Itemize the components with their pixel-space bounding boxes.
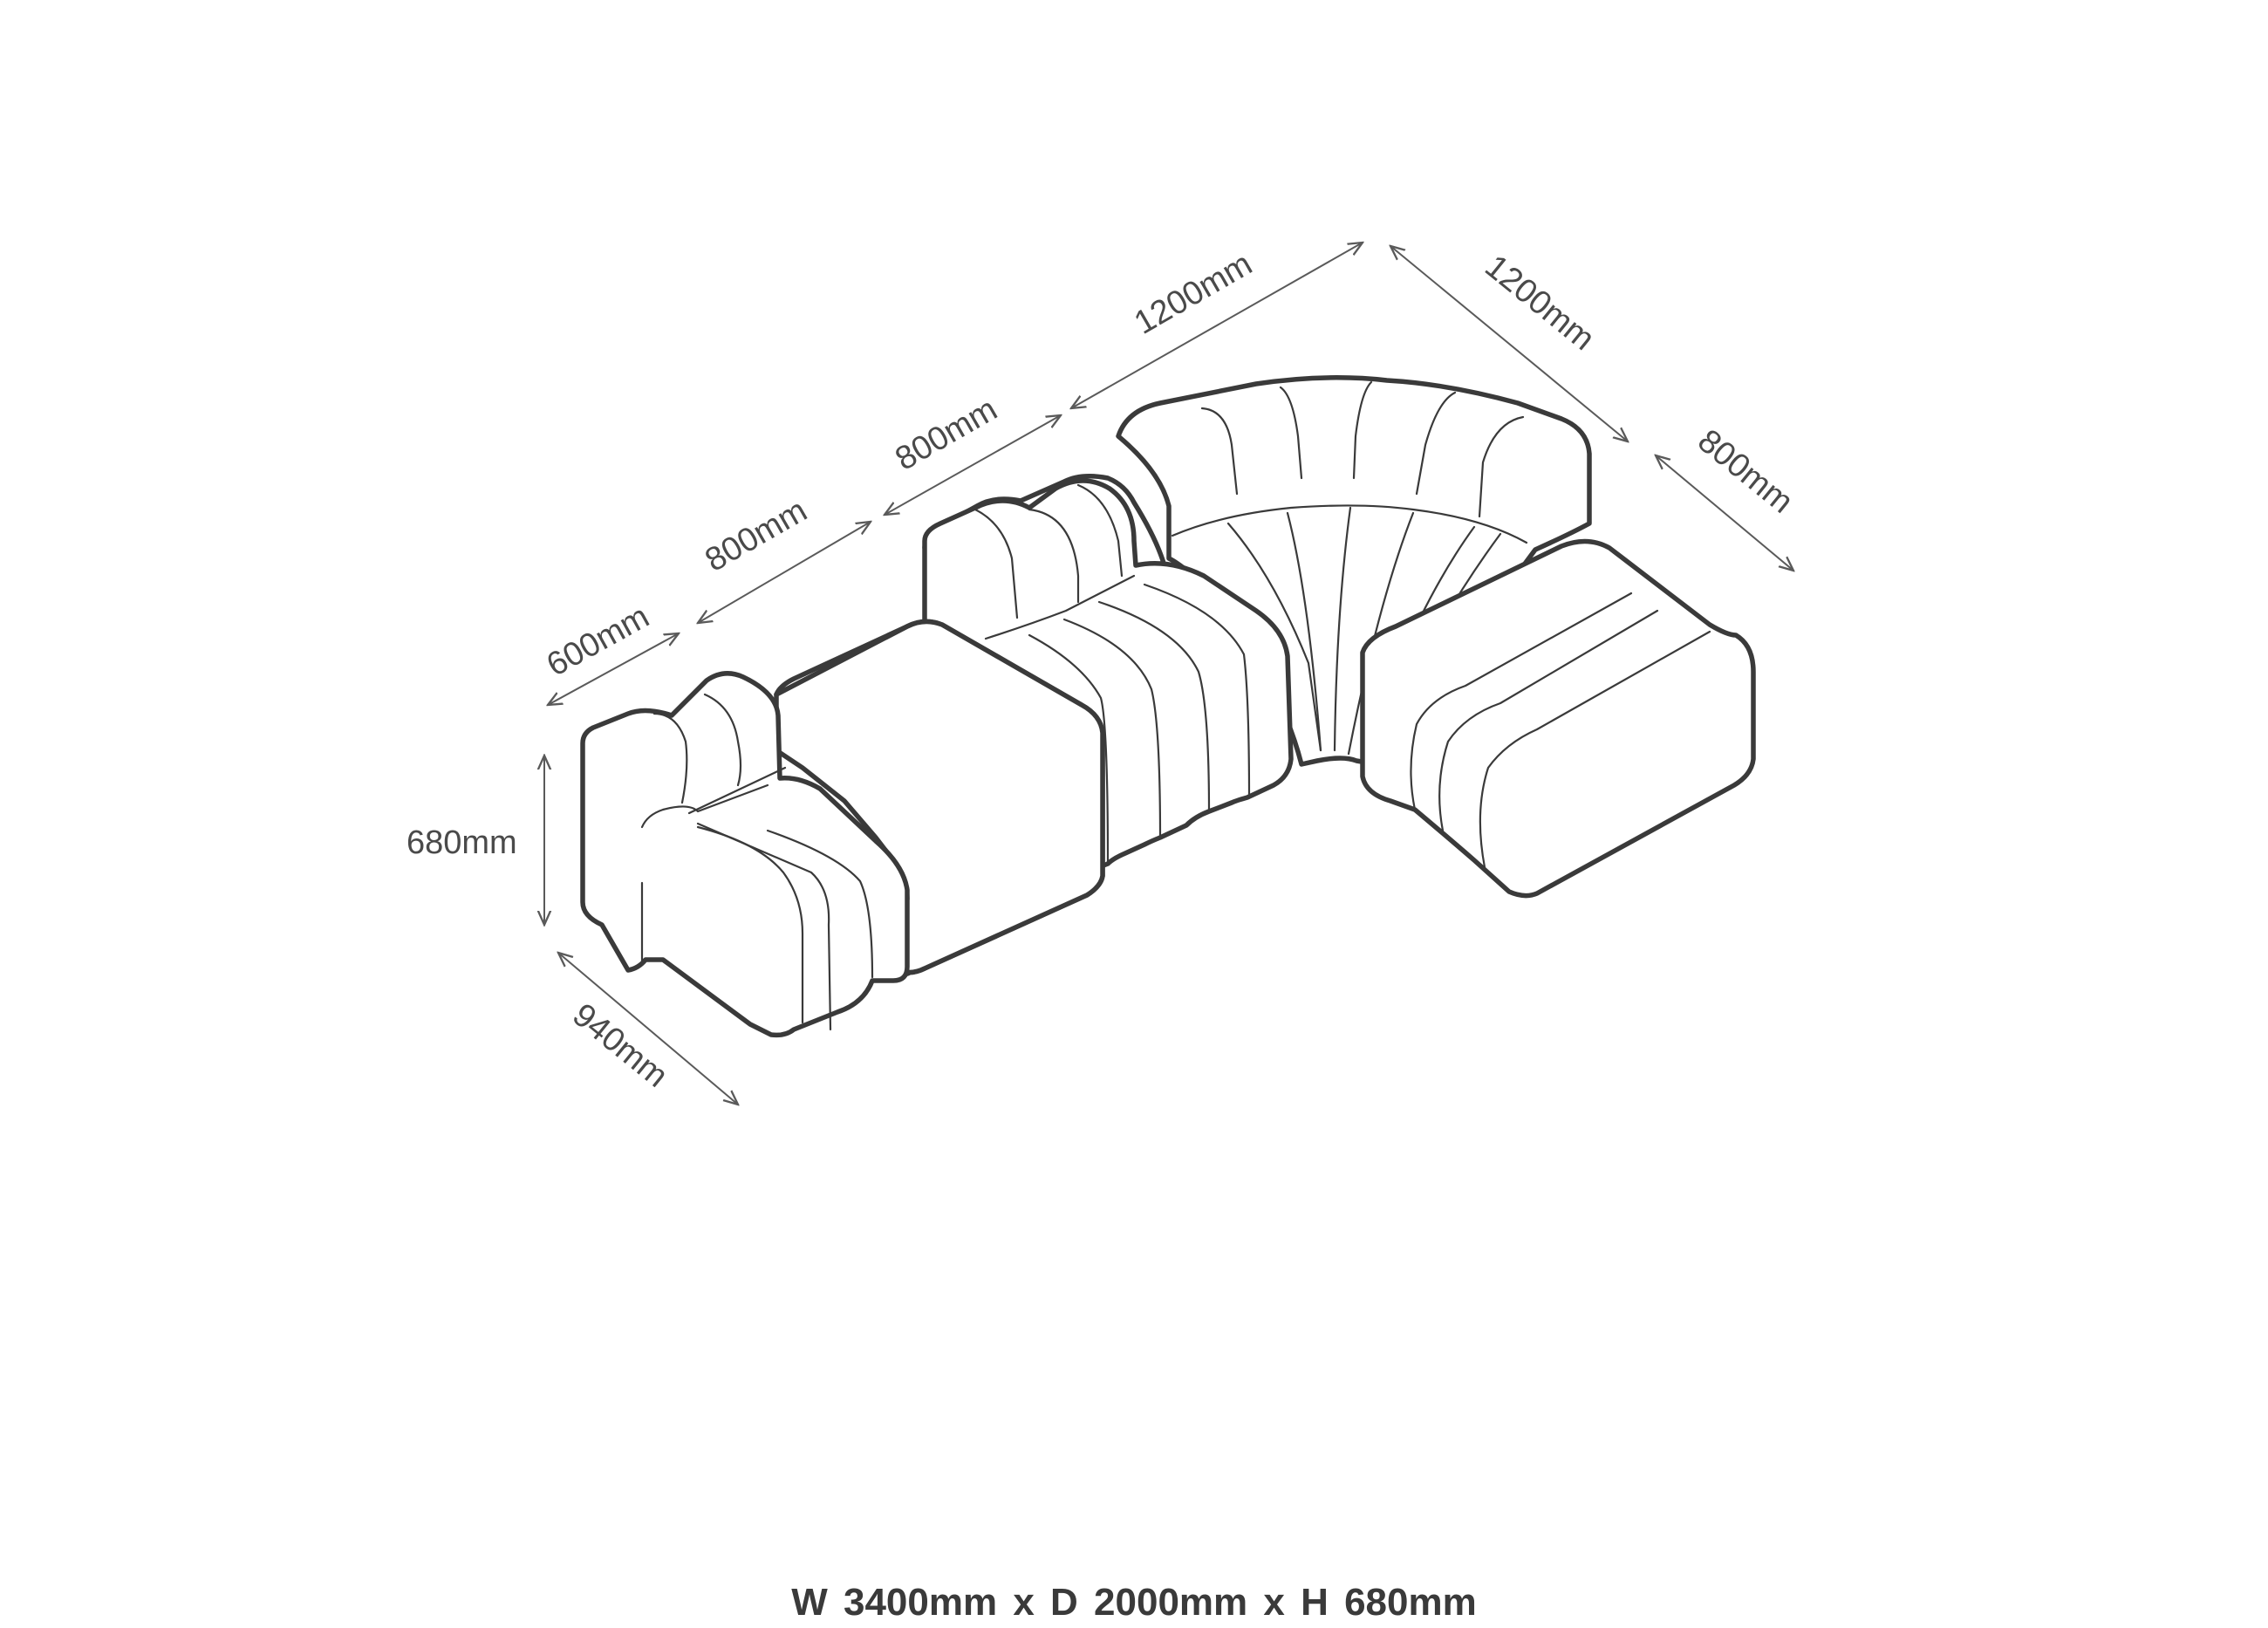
overall-dimensions-summary: W 3400mm x D 2000mm x H 680mm: [791, 1581, 1477, 1624]
dim-line-800-b: [885, 415, 1061, 515]
dimension-lines: [544, 243, 1793, 1105]
dim-label-600: 600mm: [541, 599, 655, 684]
dim-line-800-a: [698, 522, 871, 623]
dim-line-940: [558, 953, 738, 1105]
chaise-module: [1360, 538, 1756, 899]
dim-label-1200-b: 1200mm: [1478, 248, 1601, 358]
dim-label-680: 680mm: [406, 824, 517, 861]
dim-label-800-b: 800mm: [890, 391, 1004, 478]
dim-label-800-c: 800mm: [1691, 422, 1800, 520]
sofa-drawing: [580, 375, 1756, 1038]
center-seat-block: [774, 619, 1105, 976]
dim-line-800-c: [1656, 455, 1793, 571]
dim-line-1200-b: [1390, 246, 1628, 441]
dim-label-1200-a: 1200mm: [1129, 245, 1259, 341]
dim-line-1200-a: [1071, 243, 1363, 408]
dim-label-940: 940mm: [565, 996, 674, 1094]
dim-line-600: [548, 633, 679, 705]
